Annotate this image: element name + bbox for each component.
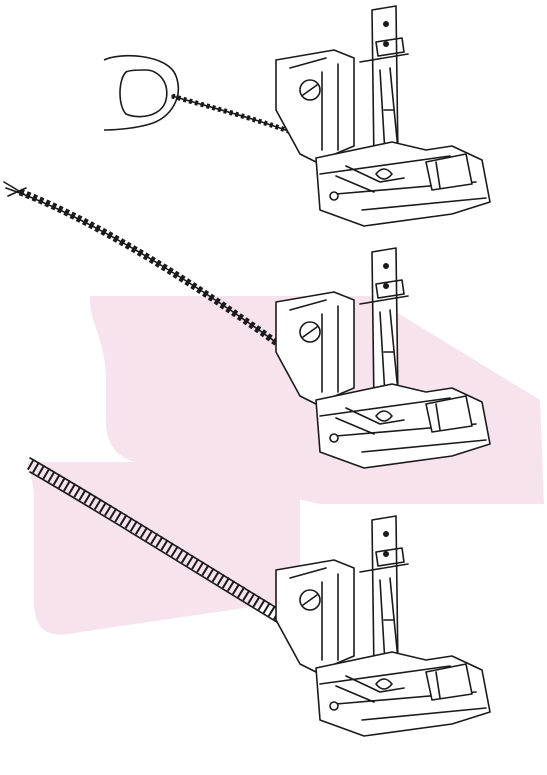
step-1-panel — [104, 6, 490, 226]
presser-foot-3 — [276, 516, 490, 736]
presser-foot-1 — [276, 6, 490, 226]
finger-illustration — [104, 56, 178, 130]
step-2-panel — [4, 182, 544, 504]
